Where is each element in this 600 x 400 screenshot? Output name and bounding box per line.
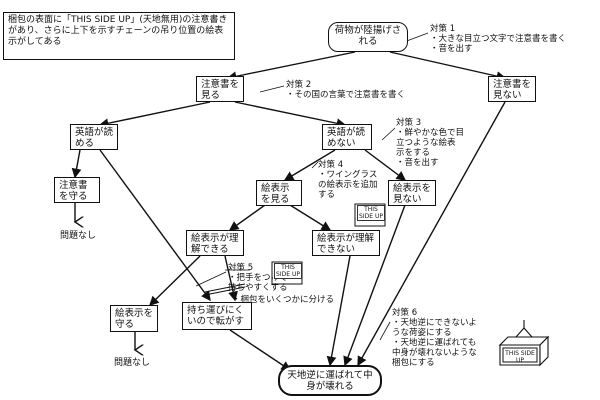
node-read-english: 英語が読める (70, 124, 118, 150)
measure-6: 対策 6 ・天地逆にできないよ うな荷姿にする ・天地逆に運ばれても 中身が壊れ… (392, 308, 477, 368)
node-see-warning: 注意書を見る (196, 76, 244, 102)
measure-3: 対策 3 ・鮮やかな色で目 立つような絵表 示をする ・音を出す (396, 118, 465, 168)
measure-1: 対策 1 ・大きな目立つ文字で注意書を書く ・音を出す (430, 24, 567, 54)
measure-5a: 対策 5 ・把手をつけて 持ちやすくする (228, 263, 288, 293)
intro-note: 梱包の表面に「THIS SIDE UP」(天地無用)の注意書きがあり、さらに上下… (3, 12, 235, 60)
node-understand-picto: 絵表示が理解できる (186, 230, 244, 256)
node-follow-picto: 絵表示を守る (110, 305, 158, 332)
outcome-no-problem-1: 問題なし (60, 231, 97, 241)
node-not-see-picto: 絵表示を見ない (388, 180, 436, 206)
measure-4: 対策 4 ・ワイングラス の絵表示を追加 する (318, 160, 378, 200)
outcome-no-problem-2: 問題なし (114, 358, 151, 368)
node-cannot-read-english: 英語が読めない (322, 124, 372, 150)
picto-this-side-up-3: THIS SIDE UP (505, 350, 535, 364)
node-start: 荷物が陸揚げされる (328, 22, 408, 52)
node-follow-warning: 注意書を守る (54, 177, 100, 203)
picto-this-side-up-1: THIS SIDE UP (357, 205, 385, 221)
node-hard-to-carry: 持ち運びにくいので転がす (182, 302, 252, 330)
measure-2: 対策 2 ・その国の言葉で注意書を書く (286, 80, 406, 100)
node-not-understand-picto: 絵表示が理解できない (312, 230, 380, 256)
node-not-see-warning: 注意書を見ない (488, 76, 536, 102)
measure-5b: ・梱包をいくつかに分ける (232, 295, 335, 305)
picto-this-side-up-2: THIS SIDE UP (274, 263, 302, 279)
node-result: 天地逆に運ばれて中身が壊れる (278, 365, 382, 396)
node-see-picto: 絵表示を見る (256, 180, 302, 206)
